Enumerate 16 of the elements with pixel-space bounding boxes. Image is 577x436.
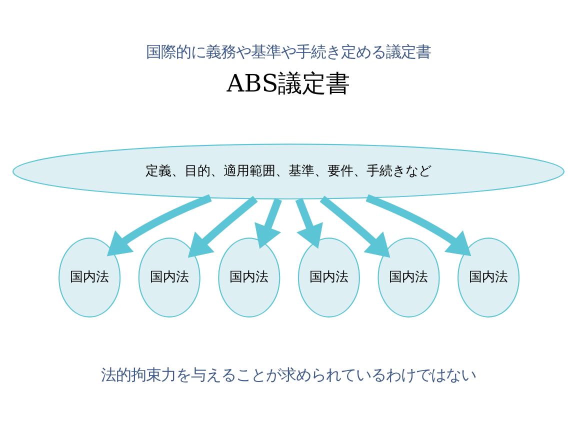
diagram-title: 国際的に義務や基準や手続き定める議定書 <box>146 42 431 61</box>
node-ellipse: 定義、目的、適用範囲、基準、要件、手続きなど <box>12 144 564 200</box>
node-ellipse: 国内法 <box>218 238 280 318</box>
label: ABS議定書 <box>226 69 350 98</box>
arrow <box>106 194 212 256</box>
arrow <box>188 196 258 258</box>
caption: 法的拘束力を与えることが求められているわけではない <box>101 366 476 384</box>
arrow <box>254 198 282 249</box>
node-ellipse: 国内法 <box>138 238 200 318</box>
node-ellipse: 国内法 <box>58 238 121 318</box>
node-ellipse: 国内法 <box>298 238 360 318</box>
node-ellipse: 国内法 <box>378 238 440 318</box>
arrow <box>366 194 472 256</box>
node-ellipse: 国内法 <box>457 238 520 318</box>
arrow <box>295 198 323 249</box>
arrow <box>320 196 390 258</box>
